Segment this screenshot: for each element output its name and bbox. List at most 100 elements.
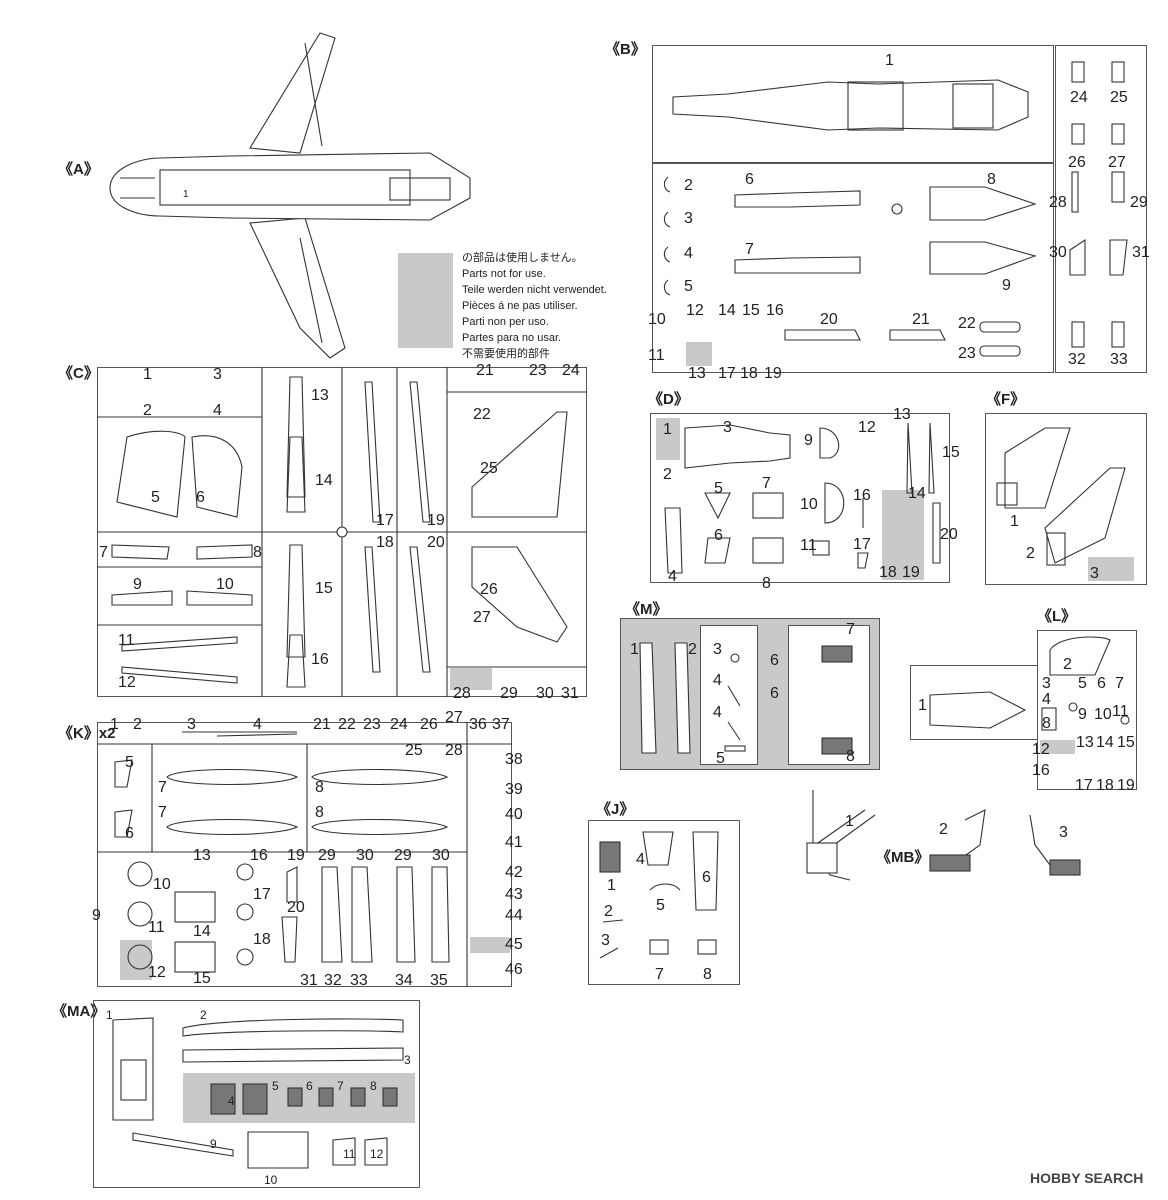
part-b-5: 5 [684, 278, 693, 295]
part-d-7: 7 [762, 475, 771, 492]
part-b-19: 19 [764, 365, 782, 382]
part-d-13: 13 [893, 406, 911, 423]
legend-line-de: Teile werden nicht verwendet. [462, 284, 607, 296]
part-l-16: 16 [1032, 762, 1050, 779]
sprue-d-frame [650, 413, 950, 583]
part-ma-2: 2 [200, 1008, 207, 1022]
part-b-33: 33 [1110, 351, 1128, 368]
part-d-1-unused [656, 418, 680, 460]
part-j-2: 2 [604, 903, 613, 920]
part-k-16: 16 [250, 847, 268, 864]
watermark: HOBBY SEARCH [1030, 1170, 1144, 1186]
part-d-12: 12 [858, 419, 876, 436]
part-c-19: 19 [427, 512, 445, 529]
part-b-1-shape [672, 79, 1029, 131]
sprue-f-label: 《F》 [986, 391, 1026, 408]
sprue-m-label: 《M》 [625, 601, 668, 618]
part-ma-8: 8 [370, 1079, 377, 1093]
part-l-12: 12 [1032, 741, 1050, 758]
part-l-7: 7 [1115, 675, 1124, 692]
part-k-22: 22 [338, 716, 356, 733]
part-c-17: 17 [376, 512, 394, 529]
part-b-7: 7 [745, 241, 754, 258]
part-mb-1: 1 [845, 813, 854, 830]
part-d-15: 15 [942, 444, 960, 461]
part-c-18: 18 [376, 534, 394, 551]
sprue-k-label: 《K》x2 [58, 725, 116, 742]
part-k-1: 1 [110, 716, 119, 733]
part-c-29: 29 [500, 685, 518, 702]
part-k-46: 46 [505, 961, 523, 978]
part-k-26: 26 [420, 716, 438, 733]
part-c-28: 28 [453, 685, 471, 702]
part-l-8: 8 [1042, 715, 1051, 732]
legend-line-fr: Pièces á ne pas utiliser. [462, 300, 578, 312]
part-f-1: 1 [1010, 513, 1019, 530]
part-c-20: 20 [427, 534, 445, 551]
part-b-32: 32 [1068, 351, 1086, 368]
part-l-5: 5 [1078, 675, 1087, 692]
fuselage-upper-part [109, 32, 471, 359]
sprue-m-white-1 [700, 625, 758, 765]
part-d-8: 8 [762, 575, 771, 592]
part-m-3: 3 [713, 641, 722, 658]
sprue-k-shapes [97, 722, 512, 987]
part-c-3: 3 [213, 366, 222, 383]
part-b-14: 14 [718, 302, 736, 319]
part-k-38: 38 [505, 751, 523, 768]
sprue-l-label: 《L》 [1037, 608, 1077, 625]
sprue-b-frame-lower [652, 163, 1054, 373]
part-k-23: 23 [363, 716, 381, 733]
part-ma-9: 9 [210, 1137, 217, 1151]
part-k-25: 25 [405, 742, 423, 759]
sprue-f-shapes [996, 427, 1126, 566]
part-ma-4: 4 [228, 1094, 235, 1108]
part-d-17: 17 [853, 536, 871, 553]
part-b-9: 9 [1002, 277, 1011, 294]
part-ma-12: 12 [370, 1147, 384, 1161]
part-k-35: 35 [430, 972, 448, 989]
part-c-14: 14 [315, 472, 333, 489]
part-l-17: 17 [1075, 777, 1093, 794]
part-k-29b: 29 [394, 847, 412, 864]
part-m-4b: 4 [713, 704, 722, 721]
part-d-20: 20 [940, 526, 958, 543]
part-l-1: 1 [918, 697, 927, 714]
part-d-18-19-unused [882, 490, 924, 580]
part-b-27: 27 [1108, 154, 1126, 171]
sprue-gate-b [891, 203, 903, 215]
sprue-mb-label: 《MB》 [876, 849, 930, 866]
part-k-37: 37 [492, 716, 510, 733]
part-k-19: 19 [287, 847, 305, 864]
part-k-2: 2 [133, 716, 142, 733]
part-mb-2: 2 [939, 821, 948, 838]
part-l-3: 3 [1042, 675, 1051, 692]
part-c-12: 12 [118, 674, 136, 691]
part-d-1: 1 [663, 421, 672, 438]
part-j-7: 7 [655, 966, 664, 983]
sprue-d-label: 《D》 [648, 391, 689, 408]
part-d-9: 9 [804, 432, 813, 449]
sprue-j-label: 《J》 [596, 801, 635, 818]
part-j-3: 3 [601, 932, 610, 949]
part-c-21: 21 [476, 362, 494, 379]
part-k-39: 39 [505, 781, 523, 798]
sprue-ma-shapes [112, 1017, 404, 1169]
part-d-2: 2 [663, 466, 672, 483]
part-b-17: 17 [718, 365, 736, 382]
part-l-19: 19 [1117, 777, 1135, 794]
legend-line-zh: 不需要使用的部件 [462, 348, 550, 360]
sprue-ma-label: 《MA》 [52, 1003, 106, 1020]
part-d-19: 19 [902, 564, 920, 581]
part-j-4: 4 [636, 851, 645, 868]
sprue-l-canopy-frame [910, 665, 1038, 740]
part-k-31: 31 [300, 972, 318, 989]
sprue-j-frame [588, 820, 740, 985]
part-b-13: 13 [688, 365, 706, 382]
part-ma-10: 10 [264, 1173, 278, 1187]
part-k-13: 13 [193, 847, 211, 864]
sprue-a-label: 《A》 [58, 161, 99, 178]
part-l-9: 9 [1078, 706, 1087, 723]
part-c-31: 31 [561, 685, 579, 702]
sprue-b-frame-right [1055, 45, 1147, 373]
